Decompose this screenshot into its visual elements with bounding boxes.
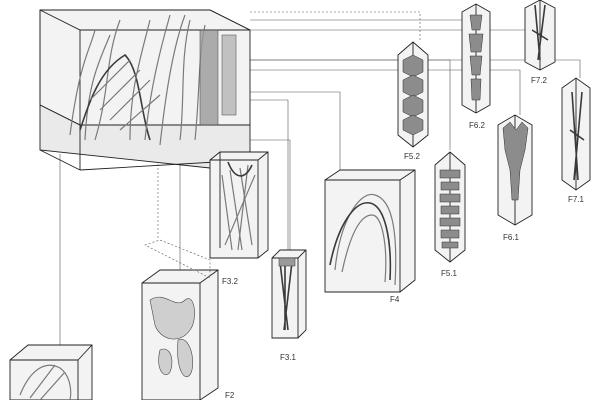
label-f6-2: F6.2 [469,121,486,130]
main-assembly-structures [69,14,237,146]
module-f5-2 [397,41,429,148]
module-f2 [141,239,219,400]
module-f6-2 [461,3,491,114]
module-f5-1 [434,151,466,263]
label-f3-2: F3.2 [222,277,239,286]
module-bottom-left [9,344,93,400]
label-f7-2: F7.2 [531,76,548,85]
connector-lines [59,10,581,350]
label-f2: F2 [225,391,235,400]
label-f5-1: F5.1 [441,269,458,278]
label-f5-2: F5.2 [404,152,421,161]
label-f3-1: F3.1 [280,353,297,362]
module-f7-2 [524,0,556,71]
label-f7-1: F7.1 [568,195,585,204]
label-f6-1: F6.1 [503,233,520,242]
module-f7-1 [561,77,591,191]
module-f3-2 [209,151,269,259]
label-f4: F4 [390,295,400,304]
module-f3-1 [271,249,307,339]
module-f6-1 [497,114,533,226]
main-assembly-box [39,9,251,171]
module-f4 [324,169,416,293]
